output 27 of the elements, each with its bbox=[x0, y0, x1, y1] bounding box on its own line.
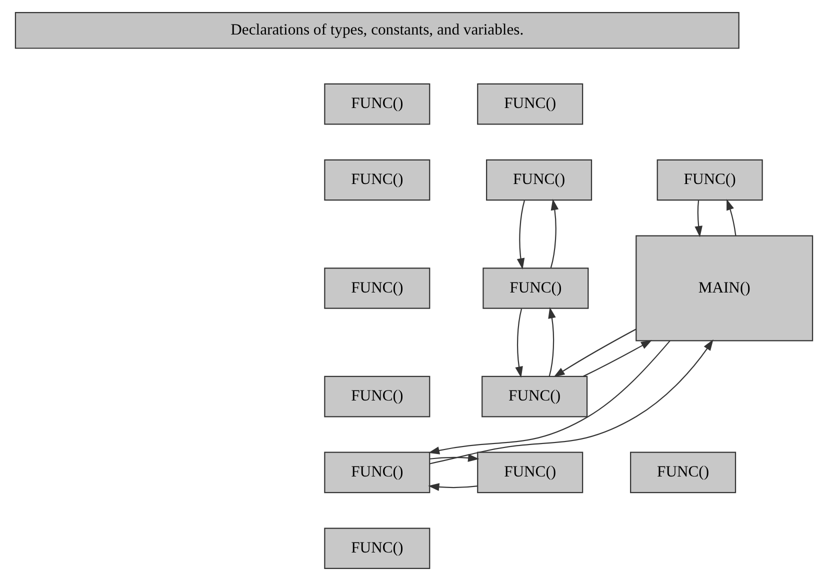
arrow bbox=[428, 483, 478, 491]
node-box: FUNC() bbox=[324, 452, 430, 494]
node-box: FUNC() bbox=[476, 452, 583, 494]
arrow bbox=[582, 340, 652, 377]
arrow bbox=[429, 339, 713, 464]
arrow bbox=[726, 198, 736, 236]
node-box: Declarations of types, constants, and variables. bbox=[14, 12, 739, 49]
arrow bbox=[548, 307, 556, 376]
node-box: FUNC() bbox=[324, 83, 430, 125]
node-box: FUNC() bbox=[630, 452, 736, 494]
arrow bbox=[516, 200, 524, 270]
arrow bbox=[694, 200, 702, 238]
node-box: FUNC() bbox=[324, 528, 430, 570]
arrow bbox=[553, 328, 636, 378]
arrow bbox=[429, 454, 479, 462]
arrow bbox=[428, 340, 670, 454]
node-box: FUNC() bbox=[486, 159, 592, 201]
node-box: FUNC() bbox=[656, 159, 762, 201]
node-box: FUNC() bbox=[324, 268, 430, 309]
node-box: FUNC() bbox=[324, 159, 430, 201]
node-box: MAIN() bbox=[635, 235, 813, 342]
arrow bbox=[550, 198, 558, 268]
node-box: FUNC() bbox=[324, 376, 430, 418]
node-box: FUNC() bbox=[476, 83, 583, 125]
arrow bbox=[514, 308, 522, 378]
node-box: FUNC() bbox=[481, 376, 588, 418]
node-box: FUNC() bbox=[482, 268, 588, 309]
